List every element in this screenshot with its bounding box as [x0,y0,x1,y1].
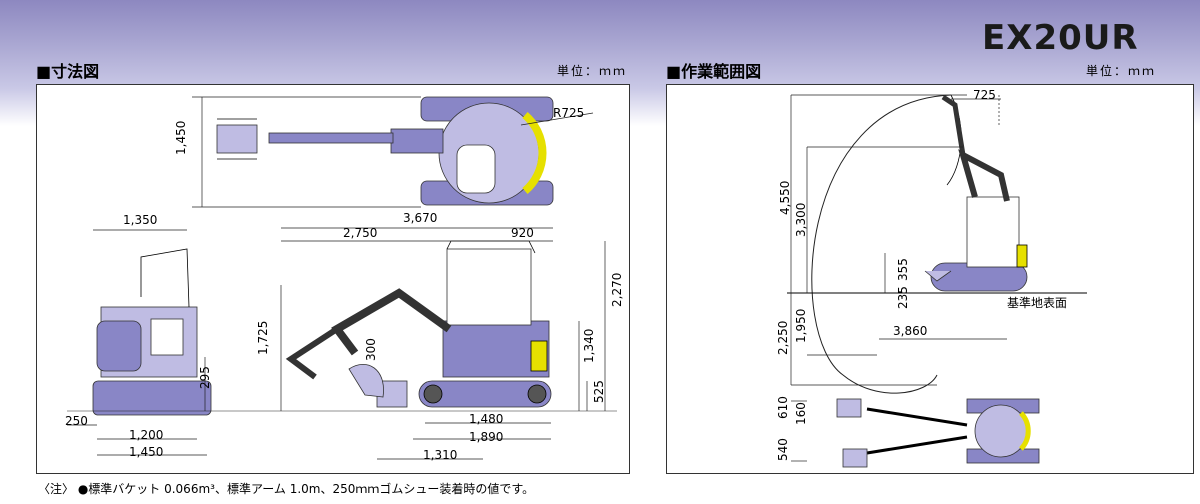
label-vert-wall-depth: 1,950 [794,309,808,343]
label-offset-a: 160 [794,402,808,425]
label-max-reach: 3,860 [893,324,927,338]
dimension-section-title: ■寸法図 [36,62,100,81]
ground-label: 基準地表面 [1007,295,1067,310]
dimension-lines [67,96,617,460]
front-view-machine [92,248,212,416]
label-bucket-drop: 300 [364,338,378,361]
footnote: 〈注〉 ●標準バケット 0.066m³、標準アーム 1.0m、250ｍｍゴムシュ… [38,482,535,496]
label-upper-rear: 920 [511,226,534,240]
label-overall-height: 2,270 [610,273,624,307]
label-max-height: 4,550 [778,181,792,215]
label-dump-height: 3,300 [794,203,808,237]
label-counter-dist: 1,310 [423,448,457,462]
label-top-width: 1,450 [174,121,188,155]
label-ground-clear: 295 [198,366,212,389]
top-view-machine [216,96,554,206]
label-track-height: 525 [592,380,606,403]
label-track-gauge: 1,200 [129,428,163,442]
label-overall-length: 3,670 [403,211,437,225]
label-cab-width: 1,350 [123,213,157,227]
range-unit: 単位：ｍｍ [1086,64,1157,78]
dimension-unit: 単位：ｍｍ [557,64,628,78]
range-section-title: ■作業範囲図 [666,62,762,81]
range-panel: 725 4,550 3,300 355 235 基準地表面 2,250 1,95… [666,84,1194,474]
range-drawing: 725 4,550 3,300 355 235 基準地表面 2,250 1,95… [776,88,1087,468]
label-upper-height: 1,340 [582,329,596,363]
label-max-depth: 2,250 [776,321,790,355]
label-arm-height: 1,725 [256,321,270,355]
range-labels: 725 4,550 3,300 355 235 基準地表面 2,250 1,95… [776,88,1067,461]
range-envelope [811,94,952,394]
label-track-width: 1,450 [129,445,163,459]
label-track-length: 1,890 [469,430,503,444]
label-reach-len: 2,750 [343,226,377,240]
dimension-panel: R725 1,450 3,670 2,750 920 1,350 2,270 1… [36,84,630,474]
label-tumbler-dist: 1,480 [469,412,503,426]
dimension-labels: R725 1,450 3,670 2,750 920 1,350 2,270 1… [65,106,624,462]
label-shoe-width: 250 [65,414,88,428]
label-top-offset: 725 [973,88,996,102]
range-machine [924,94,1028,292]
dimension-drawing: R725 1,450 3,670 2,750 920 1,350 2,270 1… [65,96,624,462]
label-blade-raise: 355 [896,258,910,281]
model-logo: EX20UR [982,18,1139,58]
range-dimension-lines [790,94,1007,462]
side-view-machine [285,240,552,408]
label-swing-left: 540 [776,438,790,461]
label-tail-radius: R725 [553,106,584,120]
label-swing-right: 610 [776,396,790,419]
label-blade-lower: 235 [896,286,910,309]
range-top-view [836,398,1040,468]
